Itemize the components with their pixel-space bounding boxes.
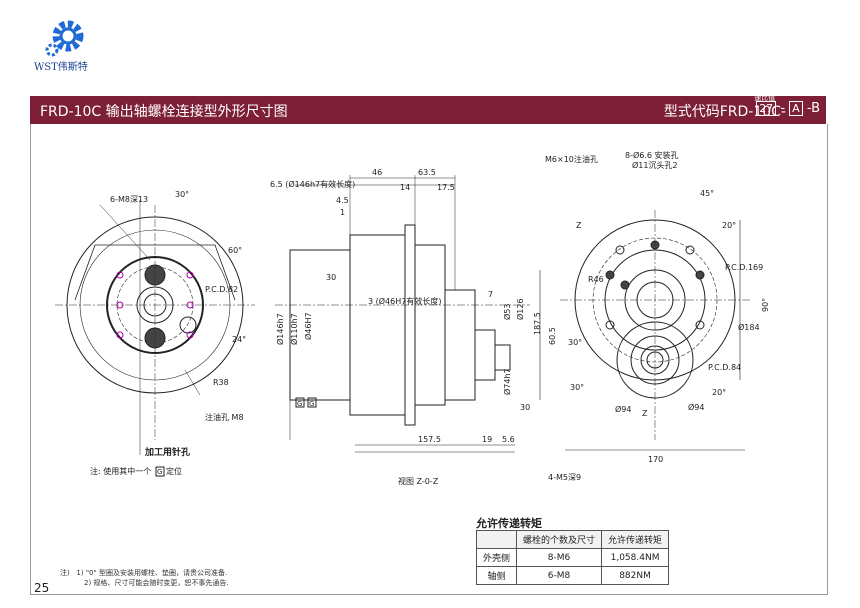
left-front-view [55, 200, 255, 455]
model-code-options: 速比值 27 - A -B [754, 94, 820, 116]
table-cell: 8-M6 [516, 548, 603, 567]
datum-g-2: G [309, 400, 314, 408]
datum-g-1: G [297, 400, 302, 408]
dim-146h7: Ø146h7 [275, 313, 285, 345]
title-banner: FRD-10C 输出轴螺栓连接型外形尺寸图 型式代码FRD-10C- 速比值 2… [30, 94, 826, 124]
dim-30: 30 [326, 273, 336, 282]
dim-110h7: Ø110h7 [289, 313, 299, 345]
label-angle-45: 45° [700, 189, 714, 198]
view-label: 视图 Z-0-Z [398, 476, 439, 486]
table-cell: 6-M8 [516, 566, 603, 585]
drawing-title: FRD-10C 输出轴螺栓连接型外形尺寸图 [40, 104, 288, 120]
label-angle-24: 24° [232, 335, 246, 344]
dim-187-5: 187.5 [533, 312, 542, 335]
variant-box: A [789, 101, 803, 116]
note-line-1: 1) "0" 型圈及安装用螺栓、垫圈，请贵公司准备. [76, 569, 228, 577]
label-d184: Ø184 [738, 322, 760, 332]
label-counterbore: Ø11沉头孔2 [632, 160, 678, 170]
table-cell: 1,058.4NM [601, 548, 670, 567]
note-line-2: 2) 规格、尺寸可能会随时变更，恕不事先通告. [84, 579, 229, 587]
label-angle-30b: 30° [570, 383, 584, 392]
label-4-m5: 4-M5深9 [548, 473, 581, 482]
label-oil-port: 注油孔 M8 [205, 412, 244, 422]
model-code-prefix: 型式代码FRD-10C- [663, 104, 786, 120]
dim-63-5: 63.5 [418, 168, 436, 177]
model-code: 型式代码FRD-10C- [664, 101, 786, 121]
label-angle-20: 20° [722, 221, 736, 230]
label-angle-90: 90° [761, 298, 770, 312]
label-angle-30: 30° [175, 190, 189, 199]
table-row: 轴侧 6-M8 882NM [475, 566, 670, 585]
gear-logo [38, 14, 98, 66]
drawing-sheet [30, 124, 828, 595]
model-suffix: -B [806, 101, 820, 116]
label-mount-holes: 8-Ø6.6 安装孔 [625, 150, 679, 160]
dim-17-5: 17.5 [437, 183, 455, 192]
label-pin-hole: 加工用针孔 [144, 446, 190, 458]
dim-6-5: 6.5 (Ø146h7有效长度) [270, 179, 355, 189]
label-pcd-169: P.C.D.169 [725, 263, 763, 272]
ratio-box: 27 [756, 101, 777, 116]
right-front-view [539, 210, 750, 451]
dim-46h7: Ø46H7 [303, 312, 313, 340]
label-pcd-84: P.C.D.84 [708, 363, 741, 372]
note-locate: 定位 [166, 466, 182, 476]
brand-name: WST伟斯特 [34, 62, 88, 73]
dim-74h7: Ø74h7 [502, 368, 512, 395]
dim-3: 3 (Ø46H7有效长度) [368, 296, 441, 306]
label-r46: R46 [588, 275, 604, 284]
label-60-5: 60.5 [548, 327, 557, 345]
table-row: 外壳侧 8-M6 1,058.4NM [475, 548, 670, 567]
label-z2: Z [642, 409, 648, 418]
label-angle-30: 30° [568, 338, 582, 347]
dim-1: 1 [340, 208, 345, 217]
table-header: 允许传递转矩 [601, 530, 670, 549]
table-cell: 轴侧 [475, 566, 518, 585]
dim-46: 46 [372, 168, 382, 177]
torque-table-title: 允许传递转矩 [476, 517, 542, 530]
footnotes: 注) 1) "0" 型圈及安装用螺栓、垫圈，请贵公司准备. 2) 规格、尺寸可能… [60, 568, 229, 588]
dim-157-5: 157.5 [418, 435, 441, 444]
ratio-caption: 速比值 [754, 94, 776, 102]
label-d94-a: Ø94 [615, 404, 631, 414]
dim-5-6: 5.6 [502, 435, 515, 444]
table-header-row: 螺栓的个数及尺寸 允许传递转矩 [475, 530, 670, 549]
label-d94-b: Ø94 [688, 402, 704, 412]
label-oil-m6: M6×10注油孔 [545, 154, 598, 164]
note-g-box: G [157, 468, 162, 476]
label-170: 170 [648, 455, 663, 464]
note-use-one: 注: 使用其中一个 [90, 466, 151, 476]
section-view [275, 175, 530, 453]
torque-table: 螺栓的个数及尺寸 允许传递转矩 外壳侧 8-M6 1,058.4NM 轴侧 6-… [475, 530, 670, 585]
table-header: 螺栓的个数及尺寸 [516, 530, 603, 549]
label-r38: R38 [213, 378, 229, 387]
table-cell: 882NM [601, 566, 670, 585]
dim-14: 14 [400, 183, 410, 192]
dim-30b: 30 [520, 403, 530, 412]
dim-4-5: 4.5 [336, 196, 349, 205]
label-6-m8: 6-M8深13 [110, 195, 148, 204]
label-z: Z [576, 221, 582, 230]
label-angle-20b: 20° [712, 388, 726, 397]
dim-19: 19 [482, 435, 492, 444]
page-number: 25 [34, 581, 50, 595]
notes-label: 注) [60, 569, 70, 577]
dim-7: 7 [488, 290, 493, 299]
label-angle-60: 60° [228, 246, 242, 255]
dim-126: Ø126 [515, 298, 525, 320]
table-header [475, 530, 518, 549]
dim-53: Ø53 [502, 304, 512, 320]
label-pcd-82: P.C.D.82 [205, 285, 238, 294]
table-cell: 外壳侧 [475, 548, 518, 567]
